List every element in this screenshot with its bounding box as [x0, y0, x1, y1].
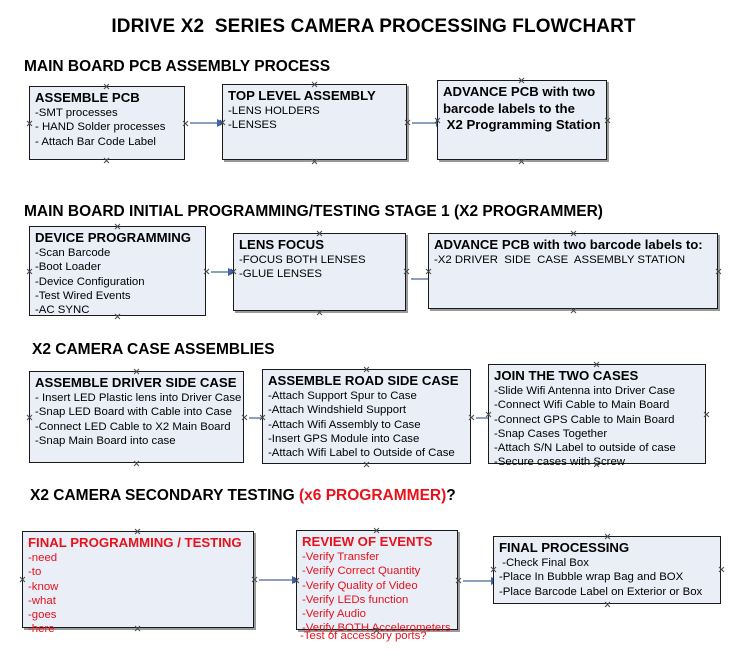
arrow-assemble-pcb-to-top-level-assembly [190, 118, 225, 127]
box-line: -Verify Transfer [302, 551, 380, 563]
box-line: -Verify LEDs function [302, 593, 409, 606]
arrow-device-programming-to-lens-focus [211, 267, 236, 276]
section-heading-main-board-pcb-assembly: MAIN BOARD PCB ASSEMBLY PROCESS [24, 58, 331, 75]
section-heading-tail: ? [446, 487, 456, 504]
box-advance-pcb-to-x2-programming-station[interactable]: ADVANCE PCB with two barcode labels to t… [437, 80, 607, 160]
box-final-programming-testing[interactable]: FINAL PROGRAMMING / TESTING -need -to -k… [22, 531, 254, 635]
box-line: -what [28, 594, 56, 607]
box-line: -Snap Cases Together [494, 427, 608, 440]
box-title: FINAL PROGRAMMING / TESTING [28, 535, 242, 550]
box-line: -Test Wired Events [35, 289, 131, 302]
box-lens-focus[interactable]: LENS FOCUS -FOCUS BOTH LENSES -GLUE LENS… [233, 233, 406, 311]
box-title: REVIEW OF EVENTS [302, 534, 433, 549]
box-line: -Place In Bubble wrap Bag and BOX [499, 571, 684, 584]
box-line: -AC SYNC [35, 304, 90, 317]
box-line: -LENSES [228, 119, 277, 132]
box-line: -Attach Wifi Label to Outside of Case [268, 447, 455, 460]
box-line: X2 Programming Station [443, 117, 601, 132]
box-line: -Verify Quality of Video [302, 579, 418, 592]
box-assemble-road-side-case[interactable]: ASSEMBLE ROAD SIDE CASE -Attach Support … [262, 369, 471, 464]
box-line: -Snap Main Board into case [35, 434, 176, 447]
box-line: -Verify Audio [302, 608, 366, 621]
section-heading-accent: (x6 PROGRAMMER) [299, 487, 447, 504]
box-line: -Connect LED Cable to X2 Main Board [35, 420, 231, 433]
box-title: ASSEMBLE DRIVER SIDE CASE [35, 375, 237, 390]
box-title: TOP LEVEL ASSEMBLY [228, 88, 376, 103]
box-line: -LENS HOLDERS [228, 105, 320, 117]
box-line: -Secure cases with Screw [494, 456, 626, 469]
box-title: ASSEMBLE PCB [35, 90, 140, 105]
box-top-level-assembly[interactable]: TOP LEVEL ASSEMBLY -LENS HOLDERS -LENSES [222, 84, 407, 160]
box-line: ADVANCE PCB with two [443, 84, 596, 99]
box-advance-pcb-to-driver-side-case-station[interactable]: ADVANCE PCB with two barcode labels to: … [428, 233, 718, 309]
box-join-the-two-cases[interactable]: JOIN THE TWO CASES -Slide Wifi Antenna i… [488, 364, 706, 468]
box-line: -know [28, 580, 59, 593]
box-title: FINAL PROCESSING [499, 540, 630, 555]
box-title: DEVICE PROGRAMMING [35, 230, 192, 245]
box-line: -Connect Wifi Cable to Main Board [494, 399, 670, 412]
box-device-programming[interactable]: DEVICE PROGRAMMING -Scan Barcode -Boot L… [29, 226, 206, 316]
box-title: LENS FOCUS [239, 237, 324, 252]
box-line: -Device Configuration [35, 275, 145, 288]
box-line: -Boot Loader [35, 261, 101, 274]
arrow-top-level-assembly-to-advance-pcb [412, 118, 444, 127]
box-line: -Insert GPS Module into Case [268, 432, 420, 445]
box-assemble-pcb[interactable]: ASSEMBLE PCB -SMT processes - HAND Solde… [29, 86, 185, 160]
box-line: -Attach Windshield Support [268, 404, 407, 417]
box-line: -Attach S/N Label to outside of case [494, 442, 676, 455]
box-review-of-events[interactable]: REVIEW OF EVENTS -Verify Transfer -Verif… [296, 530, 458, 634]
box-final-processing[interactable]: FINAL PROCESSING -Check Final Box -Place… [493, 536, 721, 604]
box-line: -need [28, 552, 58, 564]
box-line: -Attach Wifi Assembly to Case [268, 418, 421, 431]
box-line: - HAND Solder processes [35, 121, 166, 134]
section-heading-main-board-initial-programming: MAIN BOARD INITIAL PROGRAMMING/TESTING S… [24, 203, 603, 220]
box-line: -here [28, 623, 55, 636]
box-line: -Slide Wifi Antenna into Driver Case [494, 385, 676, 397]
box-line: -Check Final Box [499, 557, 589, 569]
box-line: -to [28, 566, 42, 579]
box-line: - Attach Bar Code Label [35, 135, 156, 148]
box-line: -Verify BOTH Accelerometers [302, 622, 451, 635]
box-line: -goes [28, 609, 57, 622]
box-title: ASSEMBLE ROAD SIDE CASE [268, 373, 459, 388]
section-heading-text: X2 CAMERA SECONDARY TESTING [30, 487, 299, 504]
arrow-final-programming-to-review-of-events [259, 575, 300, 584]
box-line: -Connect GPS Cable to Main Board [494, 413, 675, 426]
box-line: -Place Barcode Label on Exterior or Box [499, 585, 703, 598]
box-assemble-driver-side-case[interactable]: ASSEMBLE DRIVER SIDE CASE - Insert LED P… [29, 371, 244, 463]
box-line: -GLUE LENSES [239, 268, 322, 281]
box-line: -FOCUS BOTH LENSES [239, 254, 366, 266]
box-line: barcode labels to the [443, 100, 575, 116]
box-title: ADVANCE PCB with two barcode labels to: [434, 237, 703, 252]
section-heading-x2-camera-case-assemblies: X2 CAMERA CASE ASSEMBLIES [32, 341, 275, 358]
box-line: -SMT processes [35, 107, 118, 119]
box-title: JOIN THE TWO CASES [494, 368, 639, 383]
arrow-review-of-events-to-final-processing [463, 576, 499, 585]
box-line: -X2 DRIVER SIDE CASE ASSEMBLY STATION [434, 254, 686, 266]
box-overflow-line-review-of-events: -Test of accessory ports? [300, 630, 427, 642]
box-line: -Scan Barcode [35, 247, 111, 259]
page-title: IDRIVE X2 SERIES CAMERA PROCESSING FLOWC… [111, 16, 636, 37]
box-line: -Snap LED Board with Cable into Case [35, 406, 232, 419]
box-line: -Verify Correct Quantity [302, 565, 421, 578]
box-line: - Insert LED Plastic lens into Driver Ca… [35, 392, 242, 404]
box-line: -Attach Support Spur to Case [268, 390, 417, 402]
section-heading-x2-camera-secondary-testing: X2 CAMERA SECONDARY TESTING (x6 PROGRAMM… [30, 487, 456, 505]
